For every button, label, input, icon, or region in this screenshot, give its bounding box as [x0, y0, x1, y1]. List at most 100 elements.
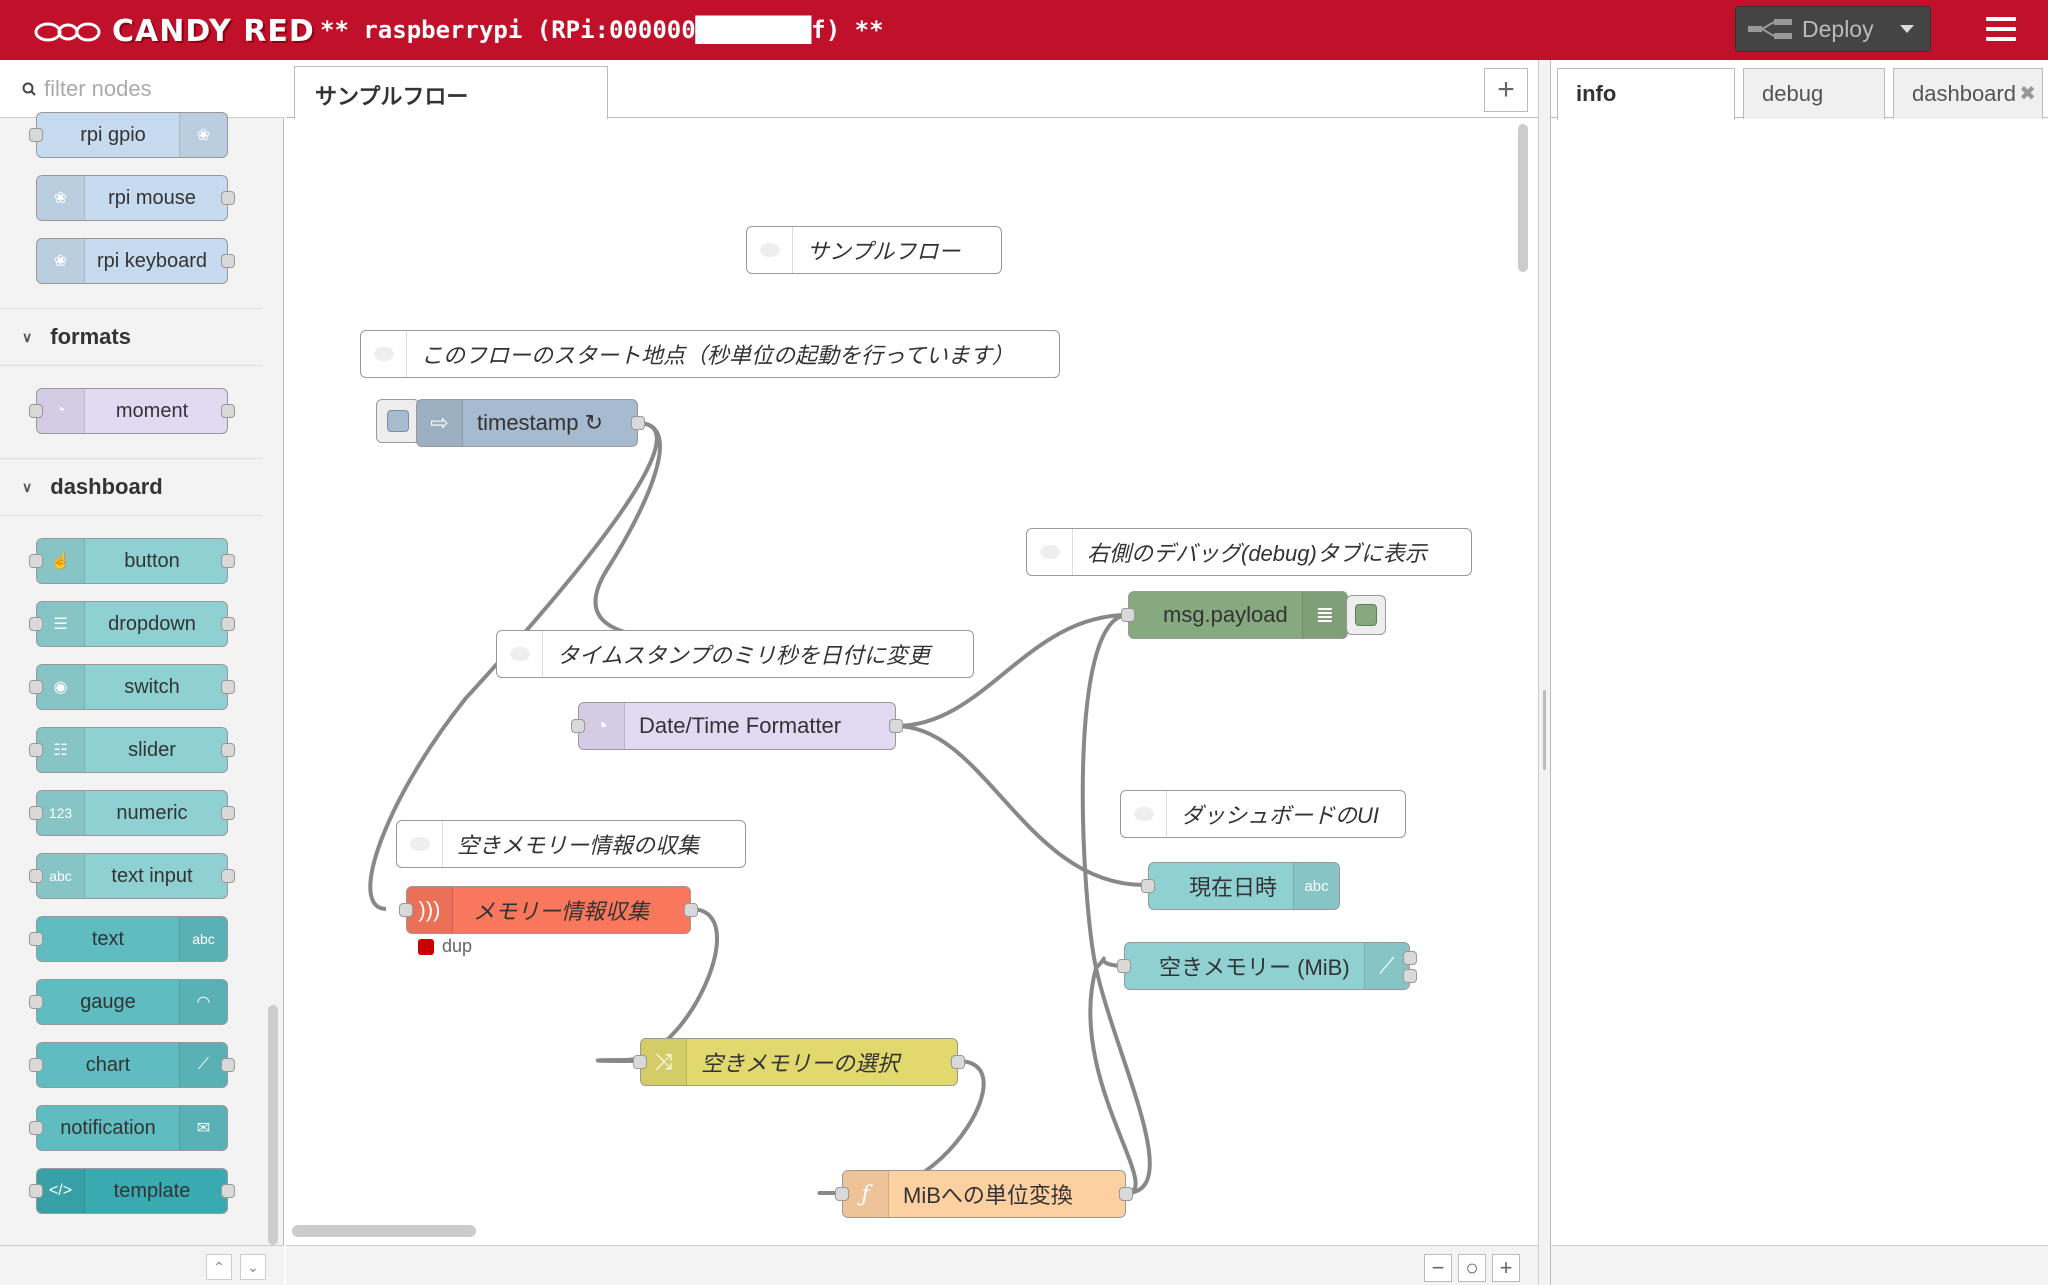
node-current-datetime[interactable]: 現在日時 abc [1141, 862, 1340, 910]
input-port[interactable] [571, 719, 585, 733]
zoom-in-icon[interactable]: + [1492, 1254, 1520, 1282]
wire[interactable] [1088, 956, 1138, 1195]
flow-canvas[interactable]: サンプルフロー このフローのスタート地点（秒単位の起動を行っています） 右側のデ… [286, 118, 1521, 1285]
output-port[interactable] [221, 743, 235, 757]
abc-icon: abc [37, 854, 85, 898]
node-datetime-formatter[interactable]: ◔ Date/Time Formatter [571, 702, 903, 750]
comment-free-memory[interactable]: 空きメモリー情報の収集 [396, 820, 746, 868]
node-timestamp[interactable]: ⇨ timestamp ↻ [416, 399, 645, 447]
palette-node-numeric[interactable]: 123 numeric [29, 790, 235, 836]
input-port[interactable] [399, 903, 413, 917]
palette-node-rpi-keyboard[interactable]: ❀ rpi keyboard [36, 238, 235, 284]
zoom-reset-icon[interactable]: ○ [1458, 1254, 1486, 1282]
palette-node-chart[interactable]: chart ⟋ [29, 1042, 235, 1088]
output-port[interactable] [684, 903, 698, 917]
tab-sample-flow[interactable]: サンプルフロー [294, 66, 608, 119]
input-port[interactable] [29, 806, 43, 820]
output-port[interactable] [221, 1058, 235, 1072]
wire[interactable] [895, 613, 1129, 728]
node-select-free-memory[interactable]: ⤨ 空きメモリーの選択 [633, 1038, 965, 1086]
node-free-memory-chart[interactable]: 空きメモリー (MiB) ⟋ [1117, 942, 1417, 990]
output-port[interactable] [951, 1055, 965, 1069]
palette-node-rpi-gpio[interactable]: rpi gpio ❀ [29, 112, 228, 158]
input-port[interactable] [1141, 879, 1155, 893]
zoom-out-icon[interactable]: − [1424, 1254, 1452, 1282]
palette-node-slider[interactable]: ☷ slider [29, 727, 235, 773]
input-port[interactable] [29, 617, 43, 631]
input-port[interactable] [29, 869, 43, 883]
palette-node-gauge[interactable]: gauge ◠ [29, 979, 228, 1025]
expand-all-icon[interactable]: ⌄ [240, 1254, 266, 1280]
palette-node-dropdown[interactable]: ☰ dropdown [29, 601, 235, 647]
input-port[interactable] [29, 680, 43, 694]
input-port[interactable] [29, 1184, 43, 1198]
output-port[interactable] [221, 191, 235, 205]
output-port[interactable] [221, 554, 235, 568]
collapse-all-icon[interactable]: ⌃ [206, 1254, 232, 1280]
filter-nodes-input[interactable]: filter nodes [0, 60, 284, 118]
input-port[interactable] [29, 554, 43, 568]
palette-node-moment[interactable]: ◔ moment [29, 388, 235, 434]
tab-dashboard[interactable]: dashboard ✖ [1893, 68, 2043, 119]
wire[interactable] [895, 724, 1149, 888]
canvas-vertical-scrollbar[interactable] [1518, 124, 1528, 272]
tab-info[interactable]: info [1557, 68, 1735, 120]
palette-node-switch[interactable]: ◉ switch [29, 664, 235, 710]
palette-node-text[interactable]: text abc [29, 916, 228, 962]
debug-toggle-button[interactable] [1346, 595, 1386, 635]
menu-icon[interactable] [1986, 17, 2016, 41]
output-port[interactable] [889, 719, 903, 733]
output-port[interactable] [631, 416, 645, 430]
input-port[interactable] [29, 404, 43, 418]
input-port[interactable] [29, 1121, 43, 1135]
palette-node-button[interactable]: ☝ button [29, 538, 235, 584]
deploy-button[interactable]: Deploy [1735, 6, 1931, 52]
input-port[interactable] [633, 1055, 647, 1069]
input-port[interactable] [29, 743, 43, 757]
input-port[interactable] [29, 1058, 43, 1072]
chevron-down-icon[interactable] [1900, 25, 1914, 33]
add-tab-icon[interactable]: + [1484, 68, 1528, 112]
input-port[interactable] [29, 128, 43, 142]
output-port[interactable] [221, 1184, 235, 1198]
comment-dashboard-ui[interactable]: ダッシュボードのUI [1120, 790, 1406, 838]
palette-node-label: button [124, 549, 180, 572]
palette-node-notification[interactable]: notification ✉ [29, 1105, 228, 1151]
input-port[interactable] [1117, 959, 1131, 973]
palette-node-template[interactable]: </> template [29, 1168, 235, 1214]
output-port[interactable] [1119, 1187, 1133, 1201]
sidebar-resize-handle[interactable] [1538, 60, 1550, 1285]
input-port[interactable] [1121, 608, 1135, 622]
node-msg-payload[interactable]: msg.payload ≣ [1121, 591, 1348, 639]
inject-trigger-button[interactable] [376, 399, 420, 443]
comment-sample-flow[interactable]: サンプルフロー [746, 226, 1002, 274]
comment-timestamp-to-date[interactable]: タイムスタンプのミリ秒を日付に変更 [496, 630, 974, 678]
palette-node-rpi-mouse[interactable]: ❀ rpi mouse [36, 175, 235, 221]
canvas-horizontal-scrollbar[interactable] [292, 1225, 476, 1237]
output-port[interactable] [221, 404, 235, 418]
comment-debug-tab[interactable]: 右側のデバッグ(debug)タブに表示 [1026, 528, 1472, 576]
node-label: msg.payload [1163, 602, 1288, 627]
output-port[interactable] [221, 617, 235, 631]
palette-node-text-input[interactable]: abc text input [29, 853, 235, 899]
output-port[interactable] [221, 254, 235, 268]
node-mib-conversion[interactable]: ƒ MiBへの単位変換 [835, 1170, 1133, 1218]
output-port[interactable] [221, 680, 235, 694]
comment-start-point[interactable]: このフローのスタート地点（秒単位の起動を行っています） [360, 330, 1060, 378]
wire[interactable] [368, 421, 659, 911]
input-port[interactable] [29, 995, 43, 1009]
close-icon[interactable]: ✖ [2019, 83, 2036, 105]
output-port[interactable] [221, 806, 235, 820]
wire[interactable] [1080, 613, 1152, 1195]
output-port[interactable] [221, 869, 235, 883]
node-label: 現在日時 [1189, 875, 1278, 900]
category-formats[interactable]: ∨ formats [0, 308, 262, 366]
node-memory-collect[interactable]: ))) メモリー情報収集 [399, 886, 698, 934]
tab-debug[interactable]: debug [1743, 68, 1885, 119]
category-dashboard[interactable]: ∨ dashboard [0, 458, 262, 516]
input-port[interactable] [29, 932, 43, 946]
output-port[interactable] [1403, 969, 1417, 983]
palette-scrollbar[interactable] [268, 1005, 278, 1245]
output-port[interactable] [1403, 951, 1417, 965]
input-port[interactable] [835, 1187, 849, 1201]
